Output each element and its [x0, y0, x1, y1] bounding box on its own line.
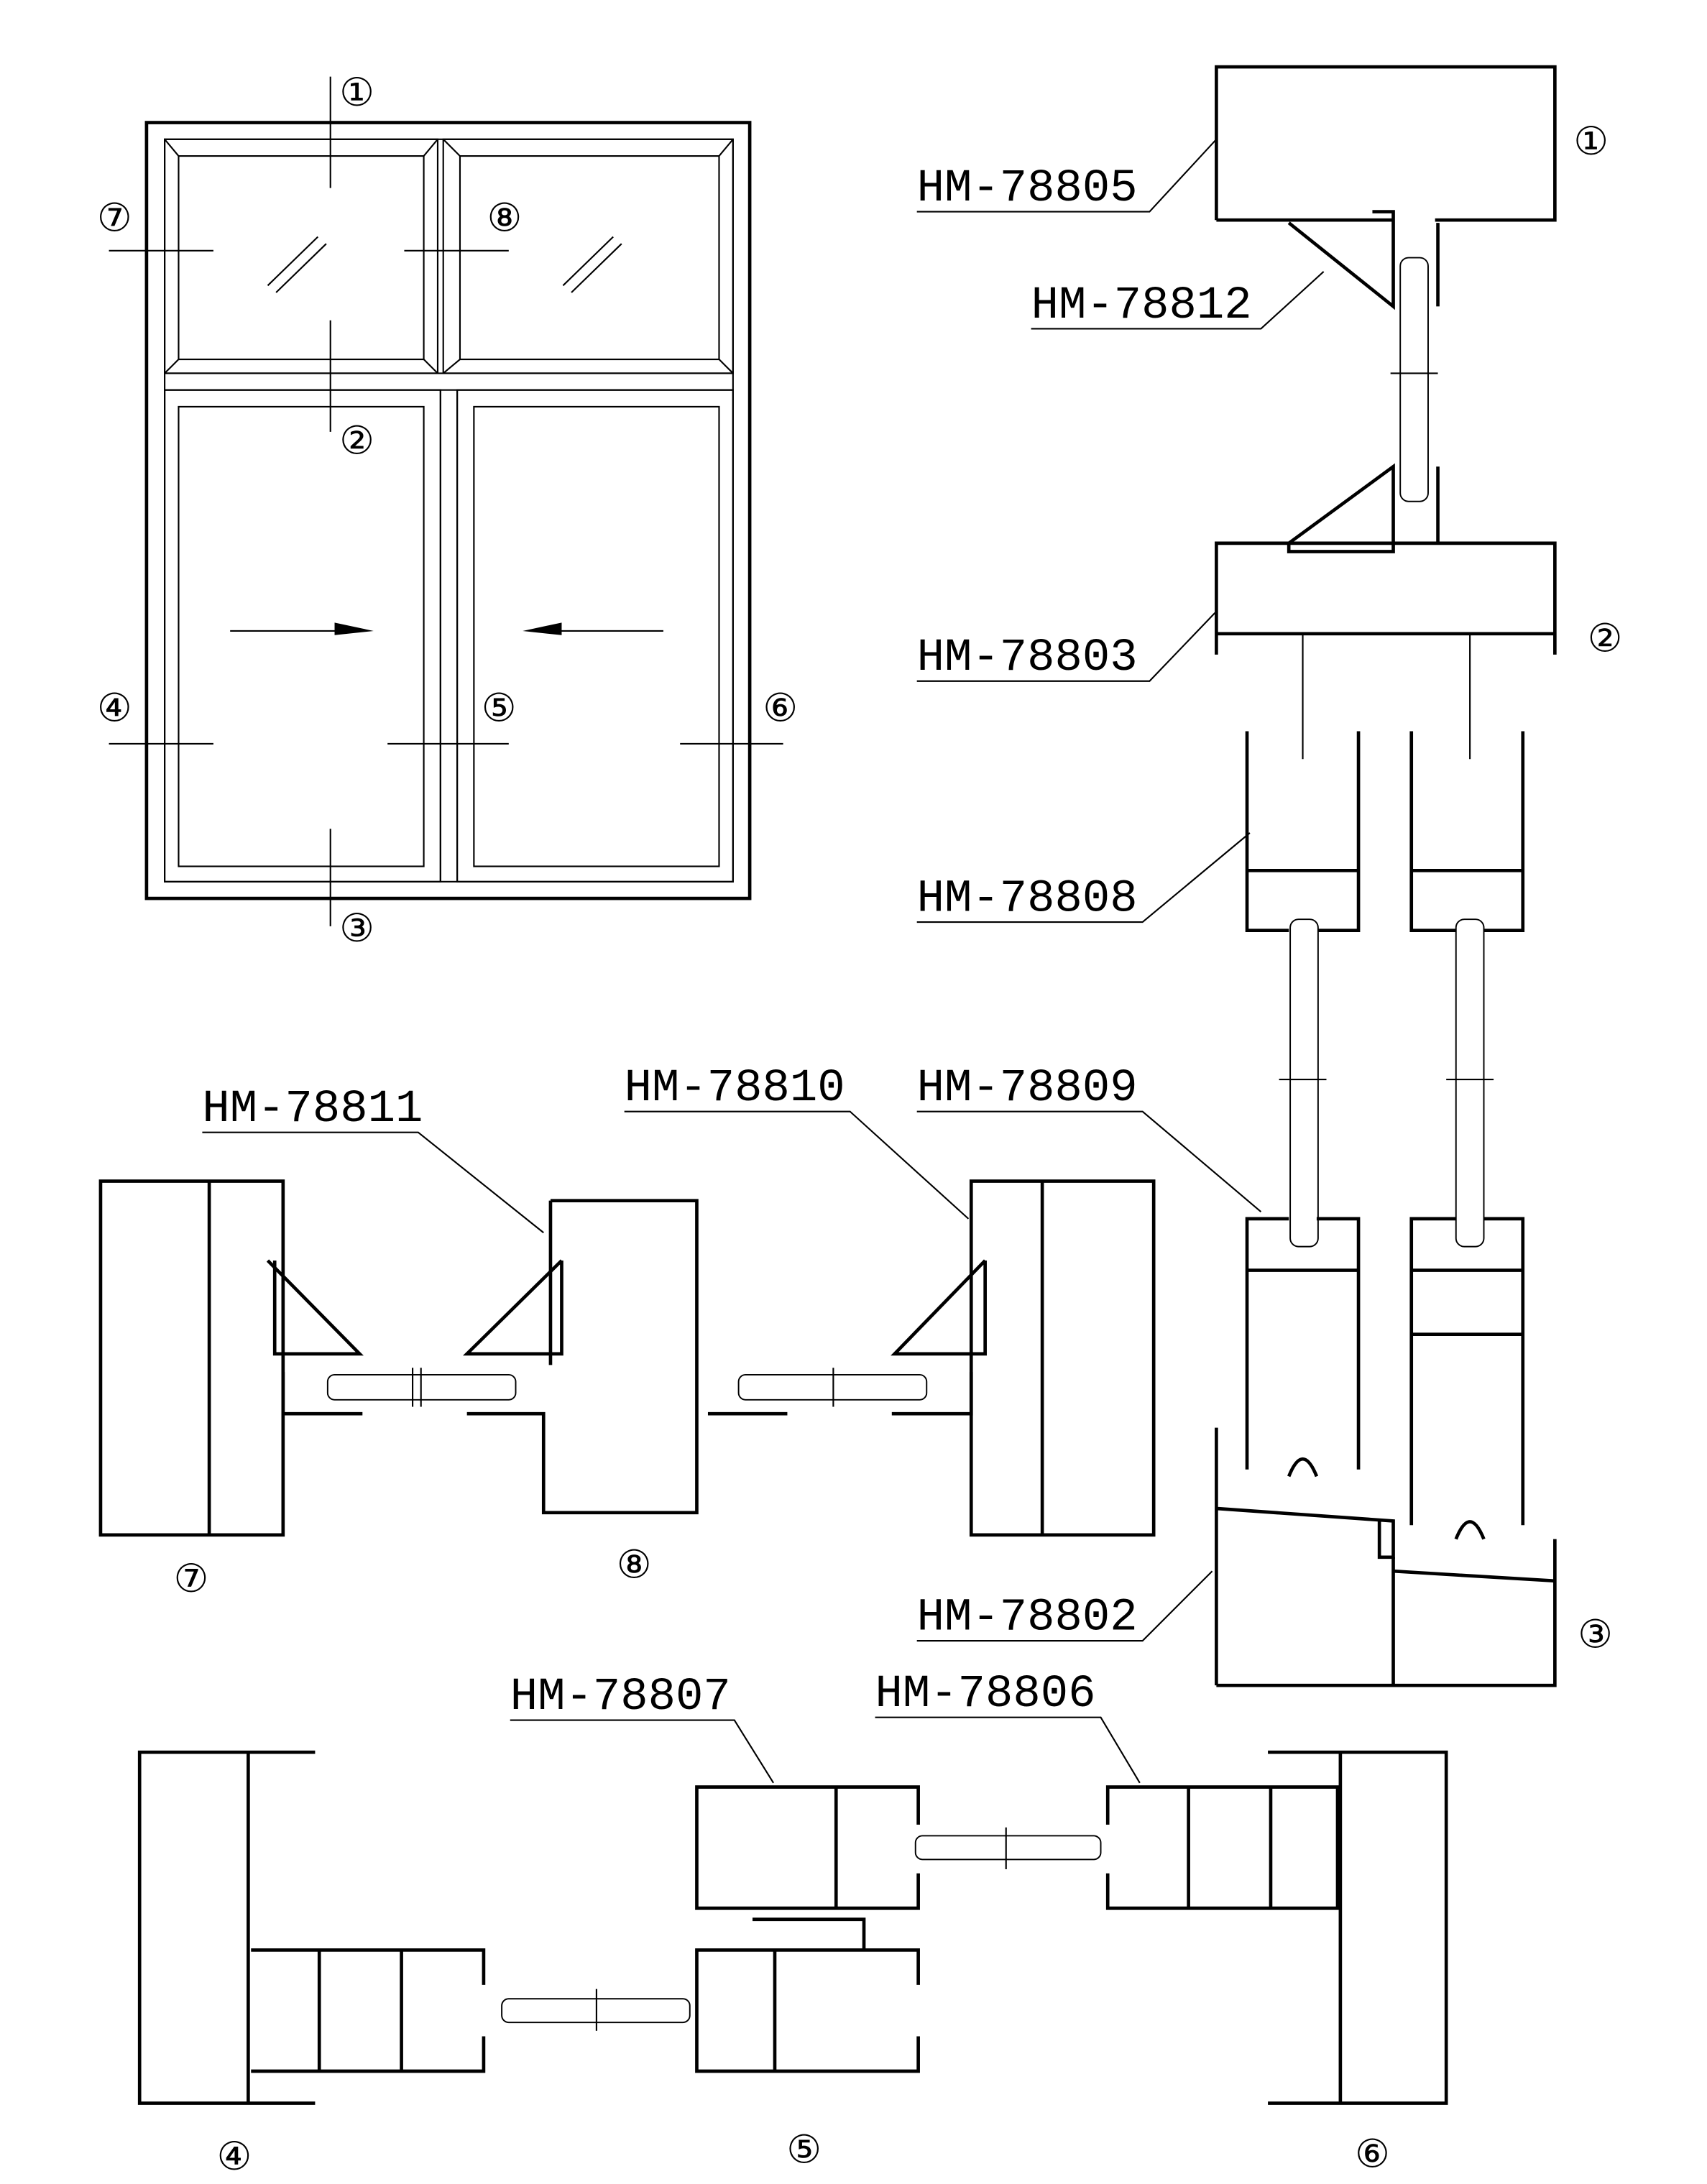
marker-5: ⑤	[482, 686, 517, 731]
marker-2: ②	[339, 418, 374, 463]
marker-4: ④	[97, 686, 132, 731]
marker-4-section: ④	[217, 2134, 252, 2179]
marker-8: ⑧	[487, 195, 523, 240]
part-labels: HM-78805 HM-78812 HM-78803 HM-78808 HM-7…	[202, 139, 1325, 1784]
marker-7: ⑦	[97, 195, 132, 240]
label-hm-78810: HM-78810	[625, 1063, 845, 1115]
marker-3-section: ③	[1578, 1611, 1613, 1657]
label-hm-78812: HM-78812	[1031, 280, 1252, 332]
label-hm-78811: HM-78811	[202, 1084, 423, 1135]
marker-1-section: ①	[1573, 119, 1609, 164]
label-hm-78802: HM-78802	[917, 1593, 1138, 1644]
marker-5-section: ⑤	[786, 2127, 822, 2173]
label-hm-78808: HM-78808	[917, 874, 1138, 926]
slide-right-arrow-icon	[230, 622, 374, 635]
label-hm-78803: HM-78803	[917, 632, 1138, 684]
marker-8-section: ⑧	[617, 1542, 652, 1588]
marker-6: ⑥	[763, 686, 798, 731]
horizontal-section-lower: ④ ⑤ ⑥	[137, 1750, 1448, 2179]
marker-2-section: ②	[1588, 616, 1623, 661]
marker-7-section: ⑦	[174, 1556, 209, 1601]
window-elevation: ① ⑦ ⑧ ② ④ ⑤ ⑥ ③	[97, 70, 798, 951]
horizontal-section-upper: ⑦ ⑧	[98, 1179, 1156, 1601]
marker-3: ③	[339, 906, 374, 951]
marker-6-section: ⑥	[1355, 2131, 1390, 2176]
label-hm-78805: HM-78805	[917, 163, 1138, 215]
label-hm-78807: HM-78807	[510, 1672, 731, 1723]
label-hm-78809: HM-78809	[917, 1063, 1138, 1115]
label-hm-78806: HM-78806	[875, 1669, 1096, 1720]
slide-left-arrow-icon	[523, 622, 663, 635]
vertical-section	[1215, 65, 1557, 1687]
marker-1: ①	[339, 70, 374, 115]
